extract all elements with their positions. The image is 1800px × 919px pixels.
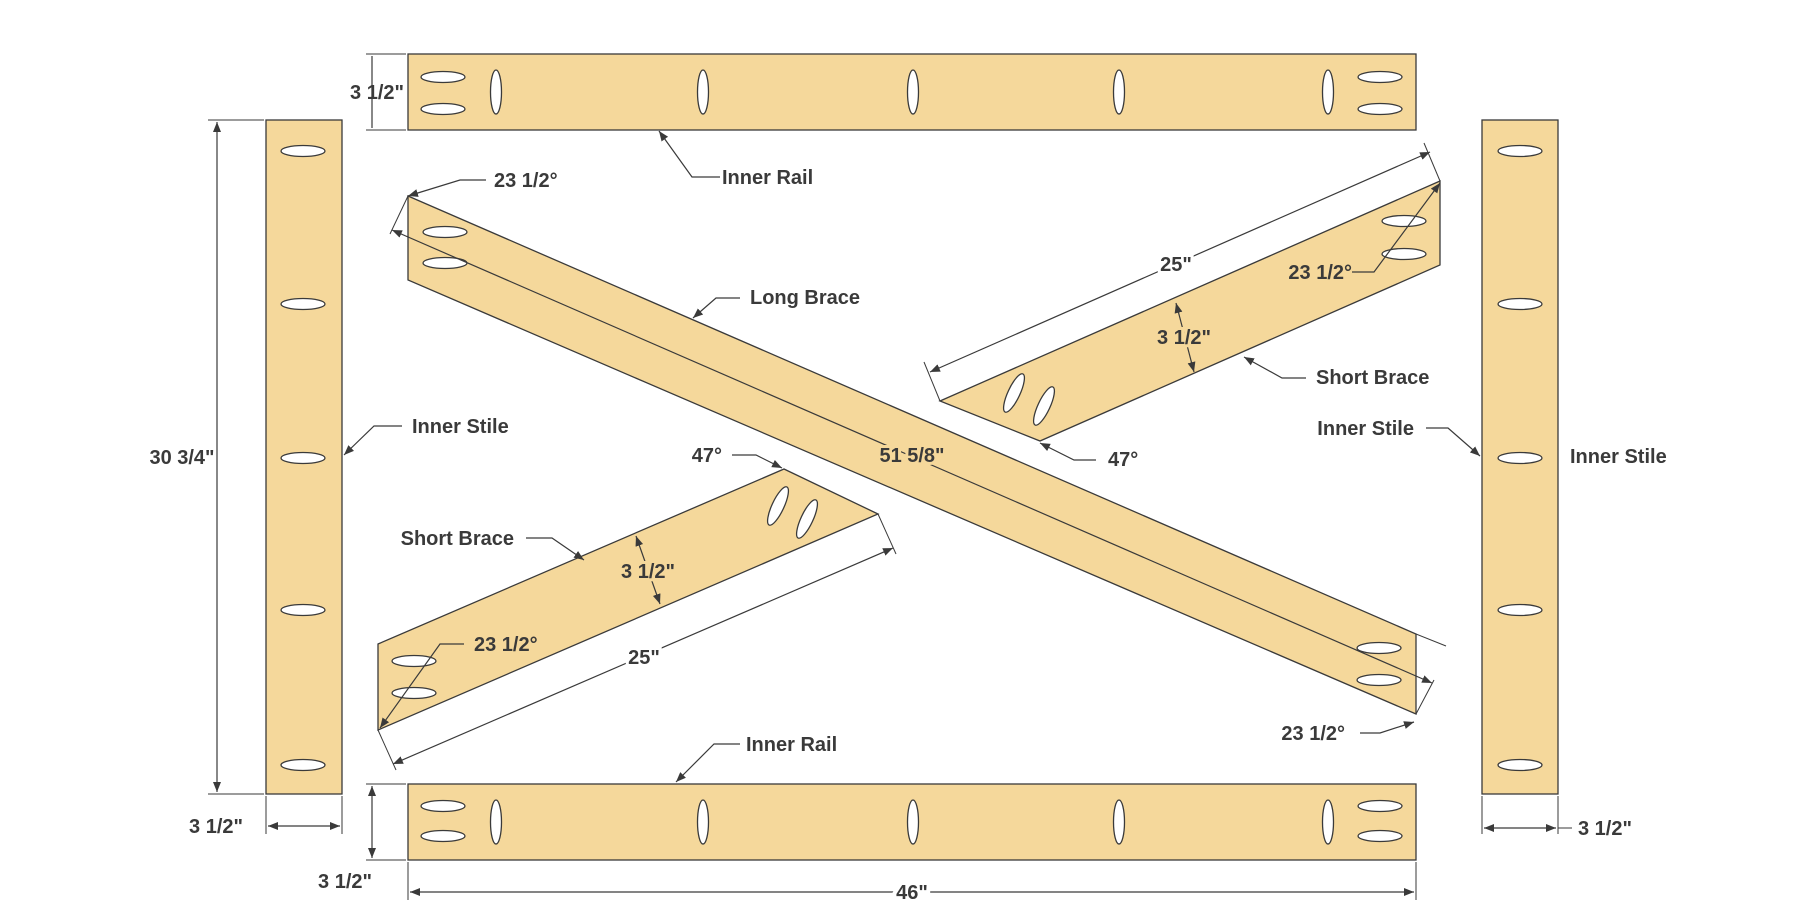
left-stile-label: Inner Stile (412, 416, 509, 438)
lower-short-brace-label: Short Brace (401, 528, 514, 550)
top-rail-label: Inner Rail (722, 167, 813, 189)
left-stile-length-label: 30 3/4" (149, 447, 214, 469)
long-brace-bottom-angle-leader (1360, 721, 1415, 734)
lower-short-brace-width-dimension (635, 535, 661, 605)
lower-short-brace-angle-leader (379, 643, 464, 729)
upper-short-brace-length-dimension (929, 151, 1431, 373)
upper-short-brace-label: Short Brace (1316, 367, 1429, 389)
long-brace-bottom-angle-label: 23 1/2° (1281, 723, 1345, 745)
lower-short-brace-leader (526, 537, 585, 561)
top-rail-width-label: 3 1/2" (350, 82, 404, 104)
lower-short-brace-board (377, 468, 880, 731)
lower-short-brace-length-label: 25" (628, 647, 660, 669)
right-stile-label-left: Inner Stile (1317, 418, 1414, 440)
long-brace-leader (692, 297, 740, 319)
bottom-rail-width-label: 3 1/2" (318, 871, 372, 893)
long-brace-length-dimension (391, 229, 1433, 684)
upper-short-brace-width-dimension (1174, 302, 1196, 373)
upper-short-brace-leader (1243, 356, 1306, 379)
long-brace-length-label: 51 5/8" (879, 445, 944, 467)
upper-short-brace: 25" 3 1/2" Short Brace 23 1/2° 47° (923, 142, 1441, 471)
long-brace: 51 5/8" Long Brace 23 1/2° 23 1/2° (389, 170, 1447, 745)
lower-short-brace-width-label: 3 1/2" (621, 561, 675, 583)
upper-short-brace-notch-leader (1039, 442, 1096, 461)
left-stile-pocket-holes (280, 144, 326, 772)
upper-short-brace-angle-label: 23 1/2° (1288, 262, 1352, 284)
top-rail-pocket-holes (420, 69, 1403, 116)
lower-short-brace: 25" 3 1/2" Short Brace 23 1/2° 47° (377, 445, 897, 771)
lower-short-brace-notch-label: 47° (692, 445, 722, 467)
bottom-rail-length-label: 46" (896, 882, 928, 904)
lower-short-brace-length-dimension (392, 547, 894, 765)
long-brace-label: Long Brace (750, 287, 860, 309)
bottom-inner-rail: 3 1/2" 46" Inner Rail (318, 734, 1417, 908)
lower-short-brace-notch-leader (732, 454, 783, 469)
left-stile-leader (343, 425, 402, 456)
upper-short-brace-length-label: 25" (1160, 254, 1192, 276)
upper-short-brace-angle-leader (1352, 182, 1441, 273)
right-stile-width-label: 3 1/2" (1578, 818, 1632, 840)
right-stile-pocket-holes (1497, 144, 1543, 772)
bottom-rail-label: Inner Rail (746, 734, 837, 756)
left-inner-stile: 30 3/4" 3 1/2" Inner Stile (149, 119, 509, 838)
upper-short-brace-notch-label: 47° (1108, 449, 1138, 471)
lower-short-brace-angle-label: 23 1/2° (474, 634, 538, 656)
left-stile-width-label: 3 1/2" (189, 816, 243, 838)
upper-short-brace-width-label: 3 1/2" (1157, 327, 1211, 349)
bottom-rail-pocket-holes (420, 799, 1403, 845)
long-brace-top-angle-leader (407, 179, 486, 197)
long-brace-top-angle-label: 23 1/2° (494, 170, 558, 192)
right-stile-label-right: Inner Stile (1570, 446, 1667, 468)
bottom-rail-leader (675, 743, 740, 783)
top-rail-leader (658, 130, 720, 178)
right-stile-leader (1426, 427, 1481, 457)
top-inner-rail: 3 1/2" Inner Rail (350, 53, 1417, 189)
